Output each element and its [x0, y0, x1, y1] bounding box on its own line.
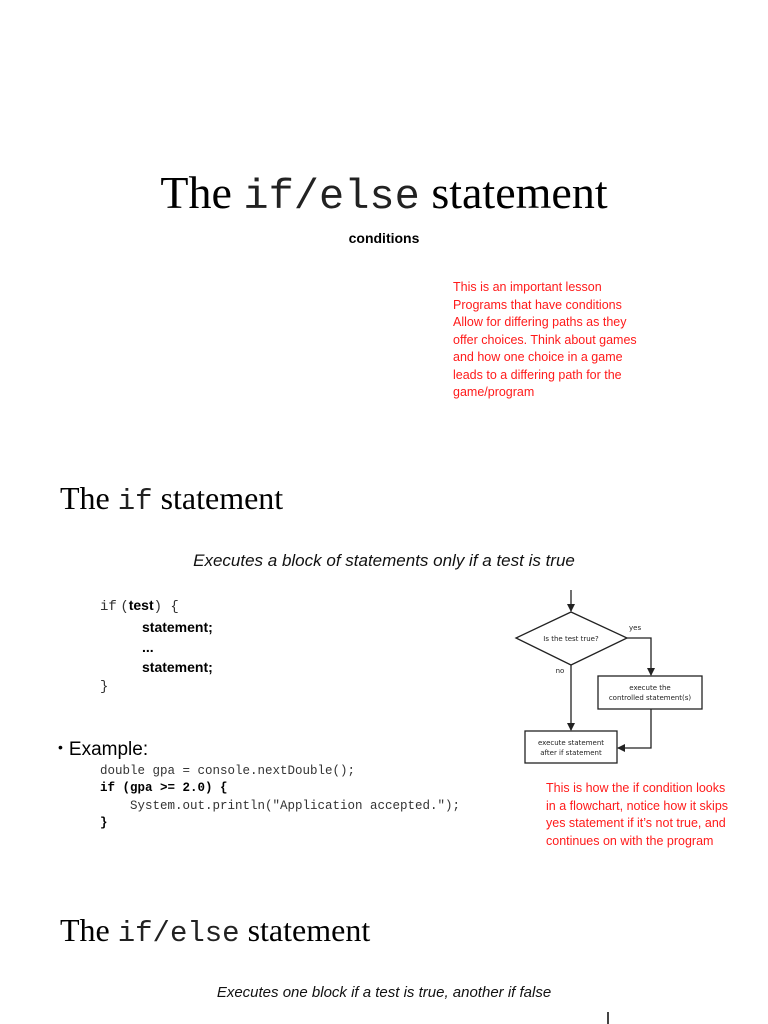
note-line: game/program — [453, 385, 535, 399]
if-keyword: if — [100, 599, 117, 615]
syntax-line-4: statement; — [142, 659, 213, 675]
note-line: This is an important lesson — [453, 280, 602, 294]
flowchart-entry-line — [607, 1012, 609, 1024]
yes-arrow — [627, 637, 655, 676]
example-code: double gpa = console.nextDouble(); if (gp… — [100, 763, 460, 832]
syntax-line-1: if (test) { — [100, 595, 213, 617]
merge-arrow — [617, 709, 652, 752]
slide1-title: The if/else statement — [0, 166, 768, 224]
title-code: if — [117, 485, 153, 518]
controlled-text-1: execute the — [629, 684, 670, 692]
after-text-1: execute statement — [538, 739, 604, 747]
decision-text: Is the test true? — [543, 635, 599, 643]
note-line: in a flowchart, notice how it skips — [546, 798, 729, 813]
slide2-description: Executes a block of statements only if a… — [0, 551, 768, 571]
syntax-line-2: statement; — [142, 619, 213, 635]
title-code: if/else — [117, 917, 240, 950]
bullet-icon: • — [58, 739, 63, 755]
code-line: double gpa = console.nextDouble(); — [100, 764, 356, 778]
slide2-note: This is how the if condition looks in a … — [546, 780, 768, 850]
title-prefix: The — [60, 912, 110, 948]
example-label: Example: — [68, 739, 149, 760]
if-flowchart: Is the test true? yes no execute the con… — [514, 590, 703, 764]
note-line: continues on with the program — [546, 833, 714, 848]
slide1-note: This is an important lesson Programs tha… — [453, 279, 663, 402]
open-paren: ( — [120, 599, 129, 615]
slide1-subtitle: conditions — [348, 230, 420, 246]
title-suffix: statement — [431, 167, 608, 218]
note-line: and how one choice in a game — [453, 350, 623, 364]
slide3-description: Executes one block if a test is true, an… — [216, 984, 552, 1001]
title-suffix: statement — [160, 480, 284, 516]
example-heading: • Example: — [58, 739, 148, 761]
note-line: leads to a differing path for the — [453, 367, 622, 382]
after-box — [524, 730, 618, 764]
yes-label: yes — [629, 624, 641, 632]
title-suffix: statement — [247, 912, 371, 948]
note-line: This is how the if condition looks — [546, 781, 726, 795]
syntax-line-5: } — [100, 679, 109, 695]
syntax-block: if (test) { statement; ... statement; } — [100, 595, 213, 697]
no-label: no — [556, 667, 565, 675]
title-prefix: The — [60, 480, 110, 516]
note-line: yes statement if it’s not true, and — [546, 816, 726, 830]
note-line: offer choices. Think about games — [453, 332, 637, 347]
code-line: if (gpa >= 2.0) { — [100, 781, 228, 796]
close-paren-brace: ) { — [153, 599, 179, 615]
test-placeholder: test — [128, 597, 154, 613]
note-line: Allow for differing paths as they — [453, 315, 627, 329]
controlled-text-2: controlled statement(s) — [609, 694, 692, 702]
controlled-box — [597, 675, 703, 710]
after-text-2: after if statement — [540, 749, 602, 757]
note-line: Programs that have conditions — [453, 297, 622, 312]
description-text: Executes a block of statements only if a… — [193, 551, 575, 570]
slide3-title: The if/else statement — [60, 910, 370, 954]
slide2-title: The if statement — [60, 478, 283, 522]
title-code: if/else — [243, 173, 420, 221]
code-line: System.out.println("Application accepted… — [100, 798, 461, 813]
syntax-line-3: ... — [142, 639, 154, 655]
code-line: } — [100, 815, 108, 830]
title-prefix: The — [160, 167, 232, 218]
